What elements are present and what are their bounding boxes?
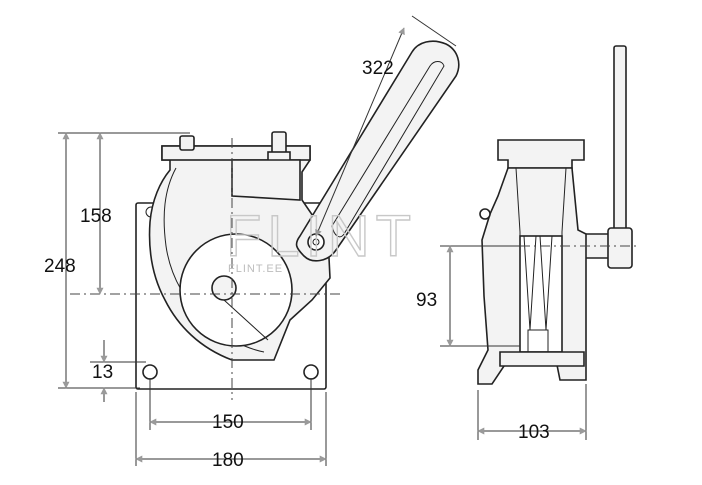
dim-label-180: 180 (212, 450, 244, 471)
front-view (70, 40, 460, 400)
dim-label-158: 158 (80, 206, 112, 227)
dim-label-93: 93 (416, 290, 437, 311)
ratchet-pawl-block (231, 159, 301, 201)
dimension-labels: 322 158 248 13 150 180 93 103 (44, 58, 550, 471)
dim-label-103: 103 (518, 422, 550, 443)
dim-label-150: 150 (212, 412, 244, 433)
mounting-hole-left (142, 364, 158, 380)
mounting-hole-right (303, 364, 319, 380)
dimension-lines (58, 15, 587, 466)
dim-line-322 (315, 27, 405, 237)
side-shaft-nut (607, 227, 633, 269)
side-small-hole (479, 208, 491, 220)
top-bolt-left (179, 135, 195, 151)
flint-watermark: FLINT FLINT.EE (225, 203, 417, 275)
dim-label-322: 322 (362, 58, 394, 79)
dim-label-13: 13 (92, 362, 113, 383)
handle-pivot-center (312, 238, 320, 246)
side-bottom-flange (499, 351, 585, 367)
watermark-brand: FLINT (226, 204, 417, 269)
side-handle-rod (613, 45, 627, 245)
side-top-cap (497, 139, 585, 169)
top-bolt-right (271, 131, 287, 155)
drum-cut-line (223, 299, 269, 341)
dim-label-248: 248 (44, 256, 76, 277)
side-inner-frame (515, 167, 567, 352)
watermark-domain: FLINT.EE (228, 263, 283, 275)
side-view (477, 45, 640, 385)
